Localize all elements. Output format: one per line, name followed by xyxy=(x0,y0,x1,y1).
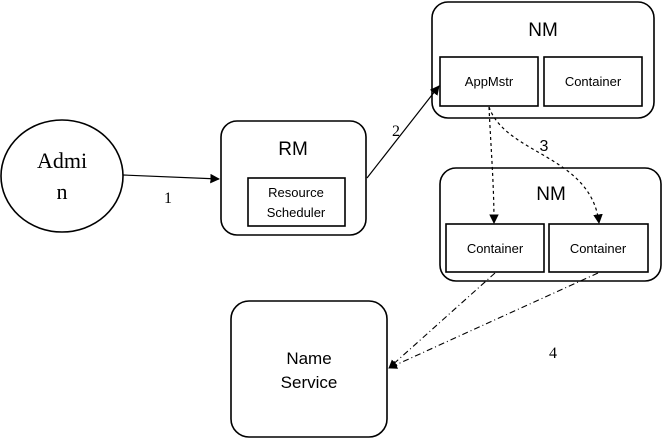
nm-bottom-container-left-box xyxy=(445,223,545,273)
edge-label-3: 3 xyxy=(540,138,549,155)
nm-top-title: NM xyxy=(528,20,558,41)
nm-bottom-node: NM Container Container xyxy=(439,167,662,282)
resource-scheduler-label-line2: Scheduler xyxy=(267,205,326,220)
nm-top-node: NM AppMstr Container xyxy=(431,1,655,119)
nm-bottom-container-left-label: Container xyxy=(467,241,524,256)
admin-label-line1: Admi xyxy=(37,148,87,173)
nm-bottom-container-right-label: Container xyxy=(570,241,627,256)
appmstr-label: AppMstr xyxy=(465,74,514,89)
edge-label-2: 2 xyxy=(392,123,400,140)
nm-top-container-box xyxy=(543,56,643,107)
admin-node: Admi n xyxy=(0,119,124,233)
edge-rm-to-appmstr: 2 xyxy=(366,85,440,179)
edge-label-1: 1 xyxy=(164,190,172,207)
appmstr-box xyxy=(439,56,539,107)
name-service-node: Name Service xyxy=(230,300,388,438)
admin-label-line2: n xyxy=(57,179,68,204)
resource-scheduler-label-line1: Resource xyxy=(268,185,324,200)
nm-bottom-container-right-box xyxy=(548,223,649,273)
rm-title: RM xyxy=(278,139,308,160)
edge-label-4: 4 xyxy=(549,345,557,362)
resource-scheduler-box xyxy=(247,177,346,227)
rm-node: RM Resource Scheduler xyxy=(220,120,367,236)
edge-admin-to-rm: 1 xyxy=(122,173,220,207)
nm-bottom-title: NM xyxy=(536,184,566,205)
nm-top-container-label: Container xyxy=(565,74,622,89)
name-service-label-line2: Service xyxy=(281,373,338,392)
name-service-label-line1: Name xyxy=(286,349,331,368)
edge-appmstr-to-containers: 3 xyxy=(488,106,603,224)
edge-containers-to-name-service: 4 xyxy=(388,272,599,369)
